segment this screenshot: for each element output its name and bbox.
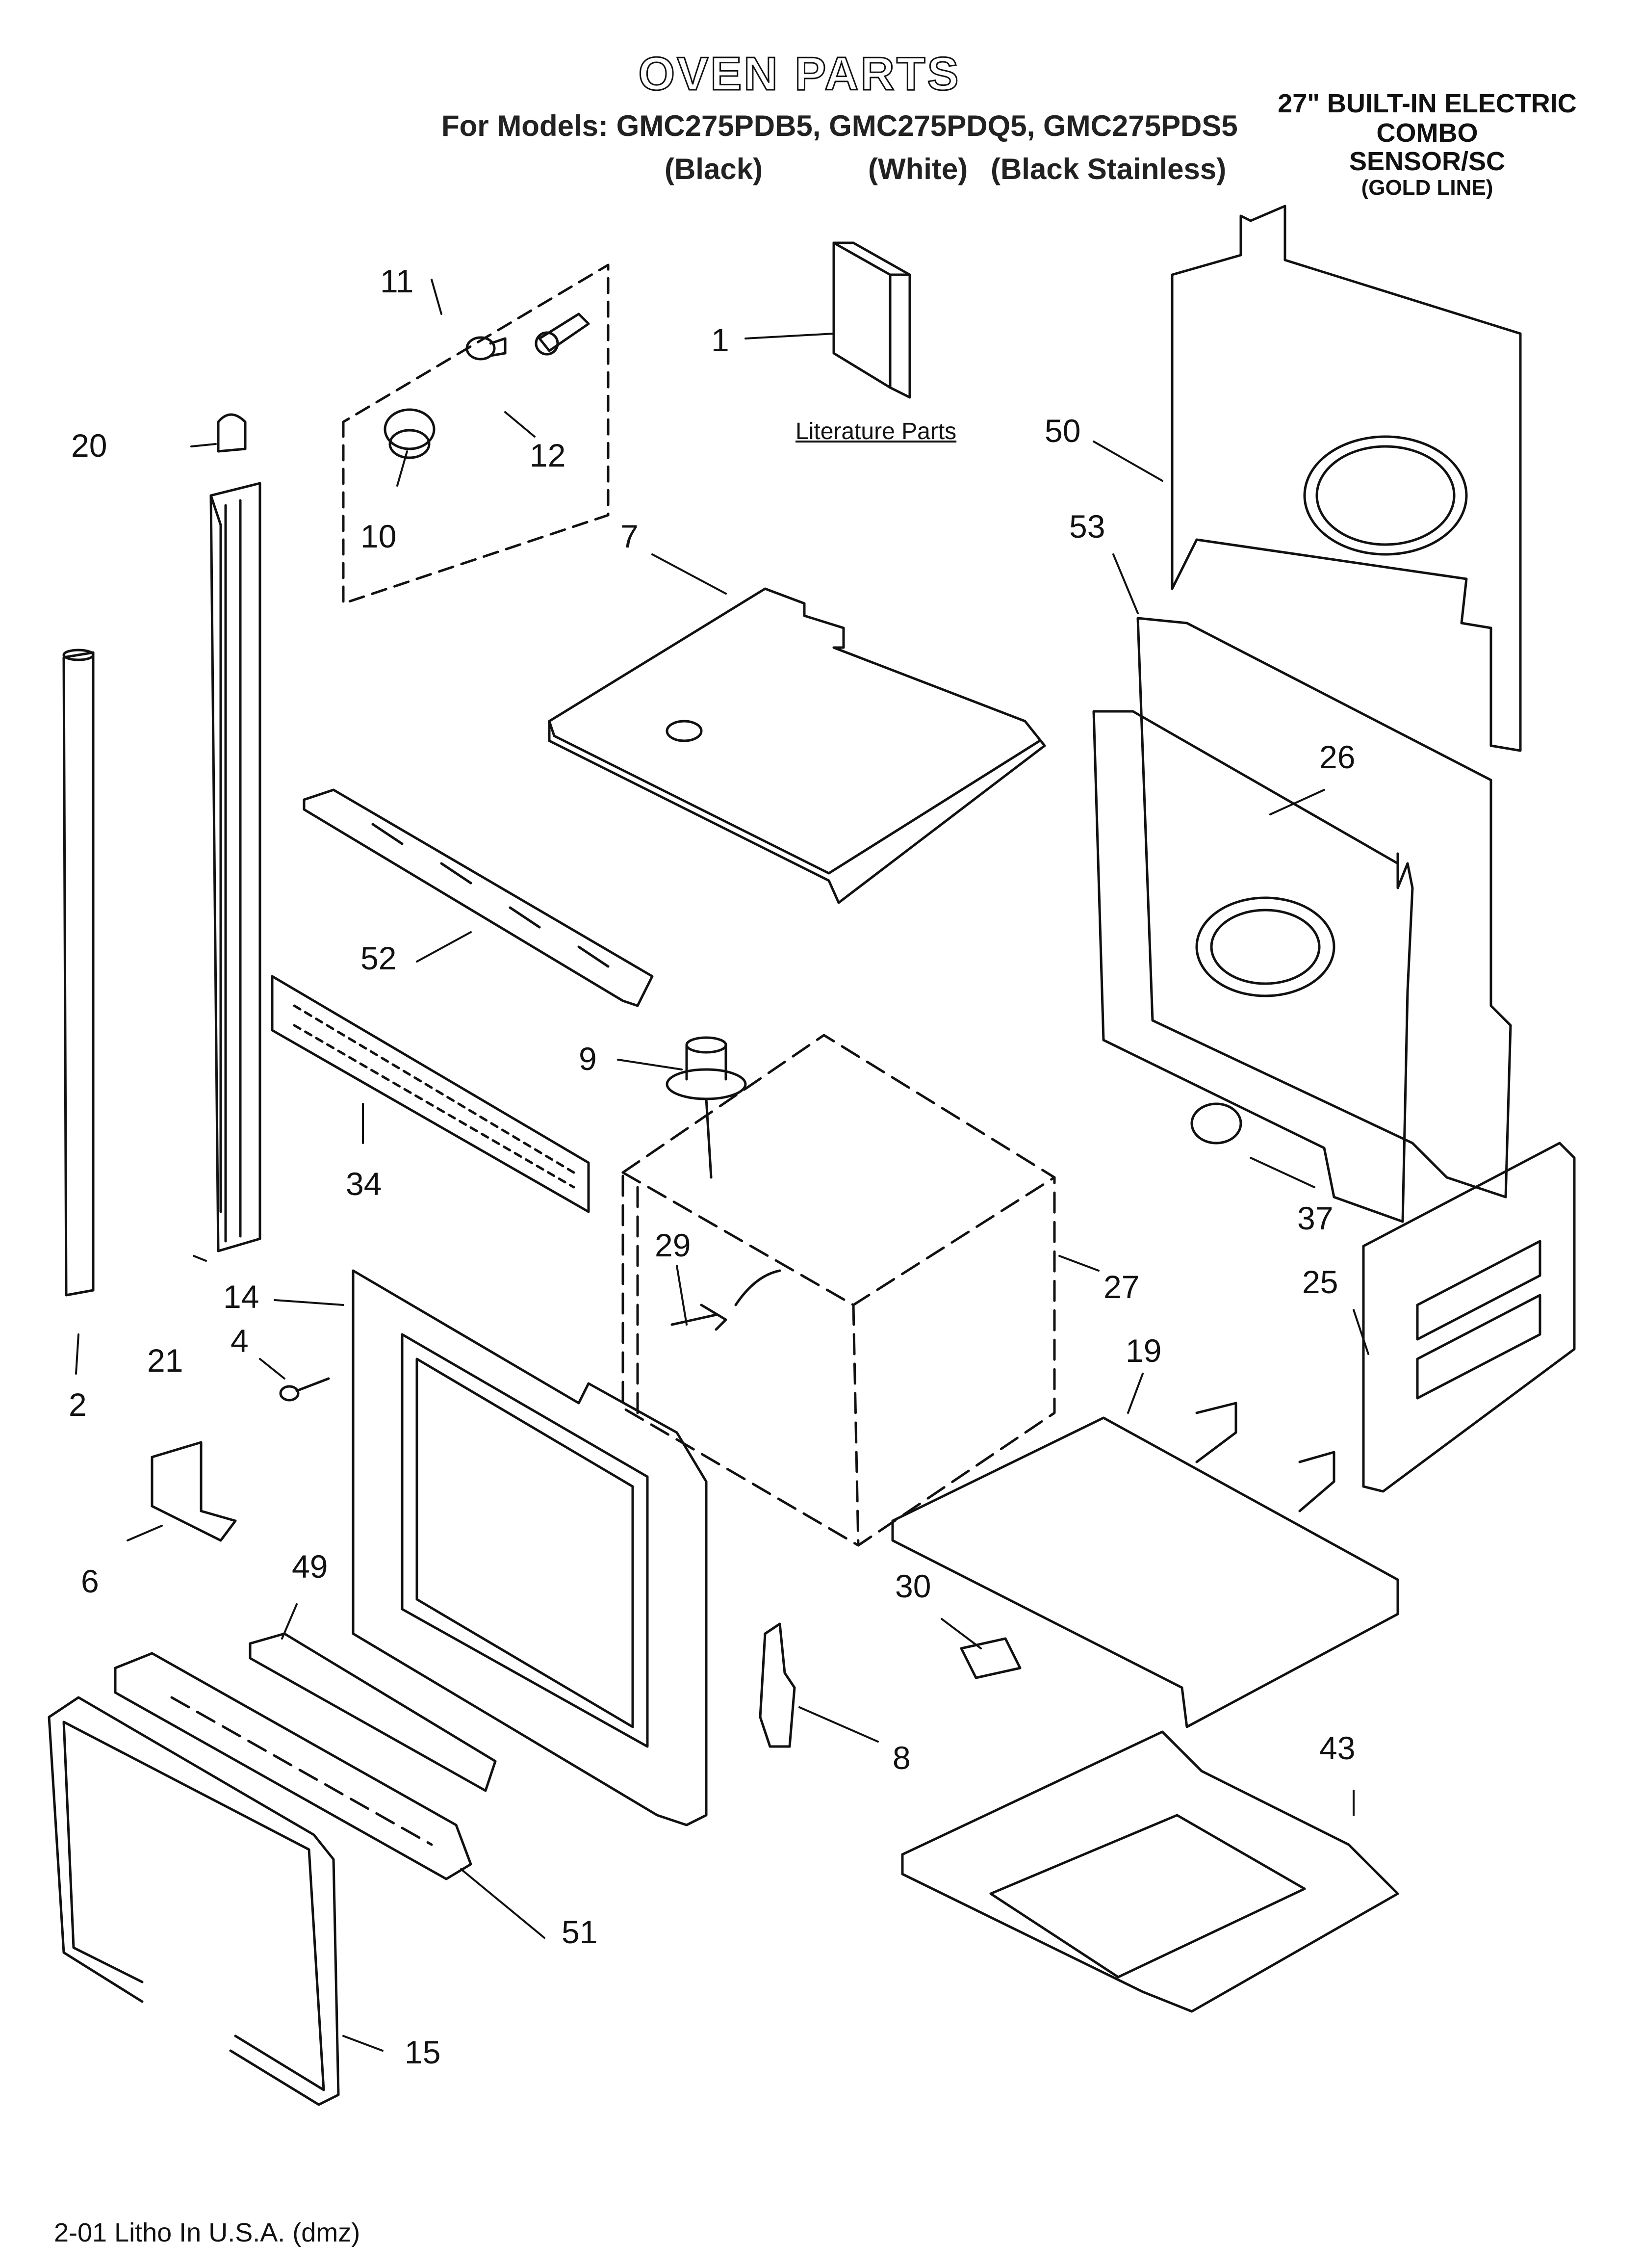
part-top-panel-7 [549,589,1045,903]
callout-37: 37 [1297,1200,1334,1236]
part-literature-book [834,243,910,397]
callout-20: 20 [71,427,107,464]
callout-11: 11 [380,263,414,299]
callout-53: 53 [1069,508,1105,545]
callout-51: 51 [562,1914,598,1950]
callout-52: 52 [360,940,397,976]
part-knob-12 [467,338,505,359]
part-bottom-tray-19 [893,1403,1398,1727]
callout-10: 10 [360,518,397,554]
callout-30: 30 [895,1568,931,1604]
part-probe-29 [672,1271,780,1330]
callout-14: 14 [223,1278,259,1315]
part-trim-51 [115,1653,471,1879]
callout-25: 25 [1302,1264,1338,1300]
callout-19: 19 [1126,1332,1162,1369]
callout-50: 50 [1045,413,1081,449]
callout-8: 8 [893,1740,911,1776]
side-label-line4: (GOLD LINE) [1361,176,1493,200]
callout-49: 49 [292,1548,328,1585]
callout-leaders [76,280,1368,2051]
part-bracket-8 [760,1624,795,1747]
part-grille-34 [272,976,589,1212]
part-inner-panel-53 [1138,618,1511,1197]
part-gasket-15 [49,1697,338,2105]
part-side-panel-25 [1363,1143,1574,1491]
footer-litho: 2-01 Litho In U.S.A. (dmz) [54,2218,360,2247]
callout-21: 21 [147,1342,183,1379]
callout-2: 2 [69,1386,87,1423]
part-side-trim-21 [211,483,260,1251]
callout-1: 1 [711,322,729,358]
callout-27: 27 [1103,1269,1140,1305]
part-knob-11-spindle [536,314,589,354]
callout-26: 26 [1319,739,1356,775]
side-label-line2: COMBO [1376,118,1478,148]
models-line: For Models: GMC275PDB5, GMC275PDQ5, GMC2… [441,109,1238,142]
callout-15: 15 [405,2034,441,2070]
callout-9: 9 [579,1041,597,1077]
part-cap-20 [218,415,245,451]
callout-34: 34 [346,1166,382,1202]
callout-7: 7 [620,518,639,554]
part-rod-2 [64,650,93,1295]
part-screw-4 [281,1379,329,1400]
part-bracket-6 [152,1442,235,1540]
literature-parts-label: Literature Parts [795,418,957,444]
callout-12: 12 [530,437,566,473]
part-lower-pan-43 [902,1732,1398,2011]
callout-43: 43 [1319,1730,1356,1766]
part-sensor-9 [667,1038,745,1177]
diagram-title: OVEN PARTS [638,47,961,101]
part-thermostat-37 [1192,1104,1241,1143]
part-front-frame-14 [353,1271,706,1825]
variant-black: (Black) [665,153,763,185]
variant-white: (White) [868,153,968,185]
callout-6: 6 [81,1563,99,1599]
callout-4: 4 [231,1323,249,1359]
variant-black-stainless: (Black Stainless) [991,153,1227,185]
part-fan-panel-26 [1094,711,1412,1222]
part-group-knobs-outline [343,265,608,603]
side-label-line1: 27" BUILT-IN ELECTRIC [1278,89,1577,118]
part-knob-10 [385,410,434,458]
side-label-line3: SENSOR/SC [1349,147,1506,176]
part-oven-cavity-27 [623,1035,1054,1545]
part-back-panel-50 [1172,206,1520,751]
part-clip-30 [961,1639,1020,1678]
callout-29: 29 [655,1227,691,1263]
part-channel-49 [250,1634,495,1791]
part-vent-channel-52 [304,790,652,1006]
